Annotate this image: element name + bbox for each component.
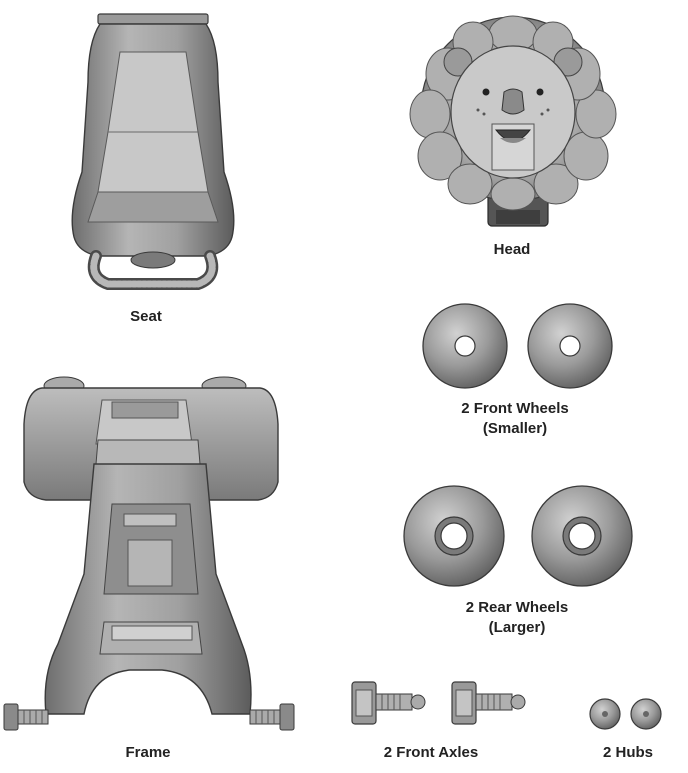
- frame-label: Frame: [98, 743, 198, 763]
- rear-wheels-label: 2 Rear Wheels (Larger): [432, 598, 602, 638]
- seat-label-text: Seat: [130, 308, 162, 325]
- front-axles-illustration: [351, 681, 526, 725]
- rear-wheels-part: [402, 484, 634, 590]
- front-axles-label-text: 2 Front Axles: [383, 744, 479, 761]
- frame-part: [2, 374, 302, 738]
- head-label: Head: [462, 240, 562, 260]
- frame-illustration: [3, 376, 295, 731]
- front-axle-right: [451, 681, 526, 725]
- seat-illustration: [71, 13, 235, 290]
- seat-label: Seat: [96, 307, 196, 327]
- front-wheels-label: 2 Front Wheels (Smaller): [430, 399, 600, 439]
- head-label-text: Head: [493, 241, 531, 258]
- hubs-part: [588, 696, 668, 732]
- rear-wheel-right: [531, 485, 633, 587]
- front-wheel-right: [527, 303, 613, 389]
- hub-left: [589, 698, 621, 730]
- seat-part: [68, 12, 238, 297]
- front-axles-label: 2 Front Axles: [356, 743, 506, 763]
- rear-wheels-label-line2: (Larger): [488, 619, 546, 636]
- rear-wheels-label-line1: 2 Rear Wheels: [465, 599, 569, 616]
- hubs-illustration: [589, 698, 662, 730]
- front-wheels-part: [418, 300, 618, 390]
- front-wheels-illustration: [422, 303, 613, 389]
- front-wheels-label-line2: (Smaller): [482, 420, 548, 437]
- front-axles-part: [348, 680, 538, 730]
- frame-axle-right: [249, 703, 295, 731]
- head-part: [408, 14, 618, 234]
- front-wheel-left: [422, 303, 508, 389]
- frame-axle-left: [3, 703, 49, 731]
- front-wheels-label-line1: 2 Front Wheels: [461, 400, 569, 417]
- rear-wheels-illustration: [403, 485, 633, 587]
- rear-wheel-left: [403, 485, 505, 587]
- front-axle-left: [351, 681, 426, 725]
- hubs-label-text: 2 Hubs: [602, 744, 653, 761]
- hub-right: [630, 698, 662, 730]
- frame-label-text: Frame: [125, 744, 171, 761]
- hubs-label: 2 Hubs: [580, 743, 676, 763]
- head-illustration: [409, 15, 617, 227]
